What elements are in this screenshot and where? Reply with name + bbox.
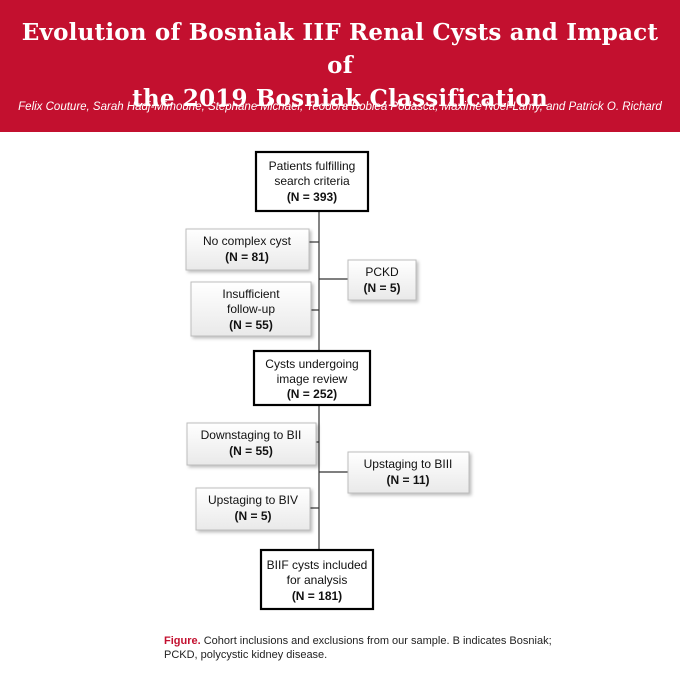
box-pckd: PCKD (N = 5) (347, 259, 417, 301)
box-included-line1: BIIF cysts included (267, 558, 368, 572)
figure-caption: Figure. Cohort inclusions and exclusions… (164, 634, 564, 662)
box-downstaging-count: (N = 55) (229, 444, 273, 458)
author-list: Felix Couture, Sarah Hadj-Mimoune, Steph… (18, 101, 662, 113)
box-downstaging-label: Downstaging to BII (201, 428, 302, 442)
caption-text: Cohort inclusions and exclusions from ou… (164, 635, 552, 661)
box-pckd-label: PCKD (365, 265, 399, 279)
box-included-line2: for analysis (287, 573, 348, 587)
cohort-flowchart: Patients fulfilling search criteria (N =… (185, 150, 470, 611)
box-included-count: (N = 181) (292, 589, 342, 603)
box-no-complex-cyst: No complex cyst (N = 81) (185, 228, 310, 271)
box-patients-line2: search criteria (274, 174, 350, 188)
box-upstaging-biii-label: Upstaging to BIII (364, 457, 453, 471)
box-patients-count: (N = 393) (287, 190, 337, 204)
box-upstaging-biv: Upstaging to BIV (N = 5) (195, 487, 311, 531)
header-banner: Evolution of Bosniak IIF Renal Cysts and… (0, 0, 680, 132)
box-image-review: Cysts undergoing image review (N = 252) (252, 349, 372, 407)
box-patients-line1: Patients fulfilling (269, 159, 356, 173)
box-review-line1: Cysts undergoing (265, 357, 358, 371)
box-insufficient-count: (N = 55) (229, 318, 273, 332)
box-upstaging-biii: Upstaging to BIII (N = 11) (347, 451, 470, 494)
title-line-2: the 2019 Bosniak Classification (132, 85, 548, 112)
caption-label: Figure. (164, 635, 201, 647)
box-no-complex-label: No complex cyst (203, 234, 292, 248)
box-upstaging-biv-count: (N = 5) (234, 509, 271, 523)
box-no-complex-count: (N = 81) (225, 250, 269, 264)
box-insufficient-line1: Insufficient (222, 287, 280, 301)
box-insufficient-follow-up: Insufficient follow-up (N = 55) (190, 281, 312, 337)
connectors (309, 211, 348, 550)
box-upstaging-biii-count: (N = 11) (386, 473, 429, 487)
box-review-line2: image review (277, 372, 348, 386)
page-title: Evolution of Bosniak IIF Renal Cysts and… (20, 16, 660, 115)
box-included: BIIF cysts included for analysis (N = 18… (259, 548, 375, 611)
box-patients: Patients fulfilling search criteria (N =… (254, 150, 370, 213)
box-upstaging-biv-label: Upstaging to BIV (208, 493, 298, 507)
box-insufficient-line2: follow-up (227, 302, 275, 316)
box-review-count: (N = 252) (287, 387, 337, 401)
title-line-1: Evolution of Bosniak IIF Renal Cysts and… (21, 19, 659, 79)
box-downstaging-bii: Downstaging to BII (N = 55) (186, 422, 317, 466)
box-pckd-count: (N = 5) (363, 281, 400, 295)
